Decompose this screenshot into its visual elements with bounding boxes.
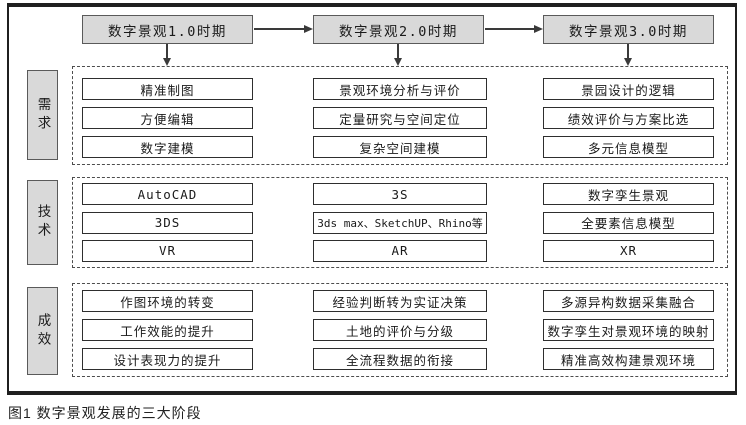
technology-column-v2: 3S 3ds max、SketchUP、Rhino等 AR [313, 177, 487, 268]
flow-node: 全要素信息模型 [543, 211, 714, 234]
flow-node: 3ds max、SketchUP、Rhino等 [313, 211, 487, 234]
arrow-right-icon [254, 24, 313, 33]
stage-box-v3: 数字景观3.0时期 [543, 15, 714, 44]
arrow-down-icon [162, 44, 171, 66]
technology-column-v1: AutoCAD 3DS VR [82, 177, 253, 268]
arrow-down-icon [623, 44, 632, 66]
stage-box-v2: 数字景观2.0时期 [313, 15, 484, 44]
flow-node: 绩效评价与方案比选 [543, 107, 714, 129]
flow-node: 3S [313, 183, 487, 206]
figure-frame [7, 3, 737, 395]
flow-node: AR [313, 239, 487, 262]
flow-node: 精准制图 [82, 78, 253, 100]
flow-node: 精准高效构建景观环境 [543, 348, 714, 370]
effect-column-v1: 作图环境的转变 工作效能的提升 设计表现力的提升 [82, 283, 253, 377]
flow-node: 复杂空间建模 [313, 136, 487, 158]
flow-node: VR [82, 239, 253, 262]
arrow-down-icon [393, 44, 402, 66]
demand-column-v1: 精准制图 方便编辑 数字建模 [82, 66, 253, 165]
flow-node: 多源异构数据采集融合 [543, 290, 714, 312]
flow-node: 作图环境的转变 [82, 290, 253, 312]
stage-box-v1: 数字景观1.0时期 [82, 15, 253, 44]
technology-column-v3: 数字孪生景观 全要素信息模型 XR [543, 177, 714, 268]
flow-node: 多元信息模型 [543, 136, 714, 158]
row-label-demand: 需求 [27, 70, 58, 160]
flow-node: 设计表现力的提升 [82, 348, 253, 370]
arrow-right-icon [485, 24, 543, 33]
figure-caption: 图1 数字景观发展的三大阶段 [8, 405, 202, 421]
flow-node: 工作效能的提升 [82, 319, 253, 341]
flow-node: XR [543, 239, 714, 262]
flow-node: AutoCAD [82, 183, 253, 206]
demand-column-v2: 景观环境分析与评价 定量研究与空间定位 复杂空间建模 [313, 66, 487, 165]
flow-node: 3DS [82, 211, 253, 234]
demand-column-v3: 景园设计的逻辑 绩效评价与方案比选 多元信息模型 [543, 66, 714, 165]
flow-node: 数字孪生景观 [543, 183, 714, 206]
effect-column-v3: 多源异构数据采集融合 数字孪生对景观环境的映射 精准高效构建景观环境 [543, 283, 714, 377]
flow-node: 景园设计的逻辑 [543, 78, 714, 100]
effect-column-v2: 经验判断转为实证决策 土地的评价与分级 全流程数据的衔接 [313, 283, 487, 377]
flow-node: 景观环境分析与评价 [313, 78, 487, 100]
row-label-effect: 成效 [27, 287, 58, 375]
row-label-technology: 技术 [27, 180, 58, 265]
flow-node: 全流程数据的衔接 [313, 348, 487, 370]
flow-node: 定量研究与空间定位 [313, 107, 487, 129]
flow-node: 土地的评价与分级 [313, 319, 487, 341]
flow-node: 数字孪生对景观环境的映射 [543, 319, 714, 341]
flow-node: 方便编辑 [82, 107, 253, 129]
flow-node: 数字建模 [82, 136, 253, 158]
flow-node: 经验判断转为实证决策 [313, 290, 487, 312]
